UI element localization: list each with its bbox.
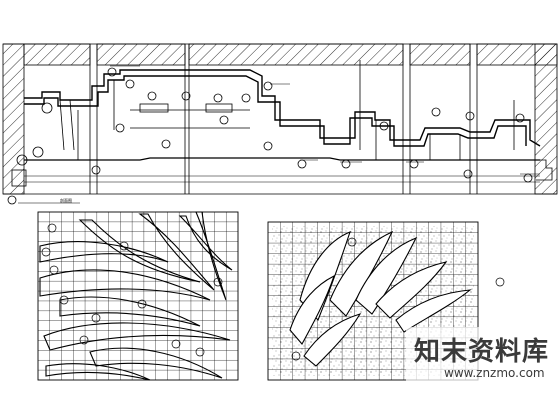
left-leaf-pattern-grid [37, 211, 239, 381]
left-leaf-motif [39, 211, 233, 381]
section-elevation [2, 43, 558, 205]
ceiling-profile [24, 69, 541, 147]
hatch-top-band-1 [23, 43, 91, 66]
hatch-top-band-4 [409, 43, 471, 66]
hatch-right-wall [534, 43, 558, 195]
section-title: 剖面图 [60, 197, 72, 203]
watermark-backdrop [406, 327, 560, 383]
right-leaf-motif [289, 230, 472, 367]
watermark-brand: 知末资料库 [414, 337, 550, 367]
hatch-top-band-2 [96, 43, 186, 66]
watermark-url: www.znzmo.com [444, 366, 545, 380]
hatch-left-wall [2, 43, 25, 195]
hatch-top-band-3 [188, 43, 404, 66]
